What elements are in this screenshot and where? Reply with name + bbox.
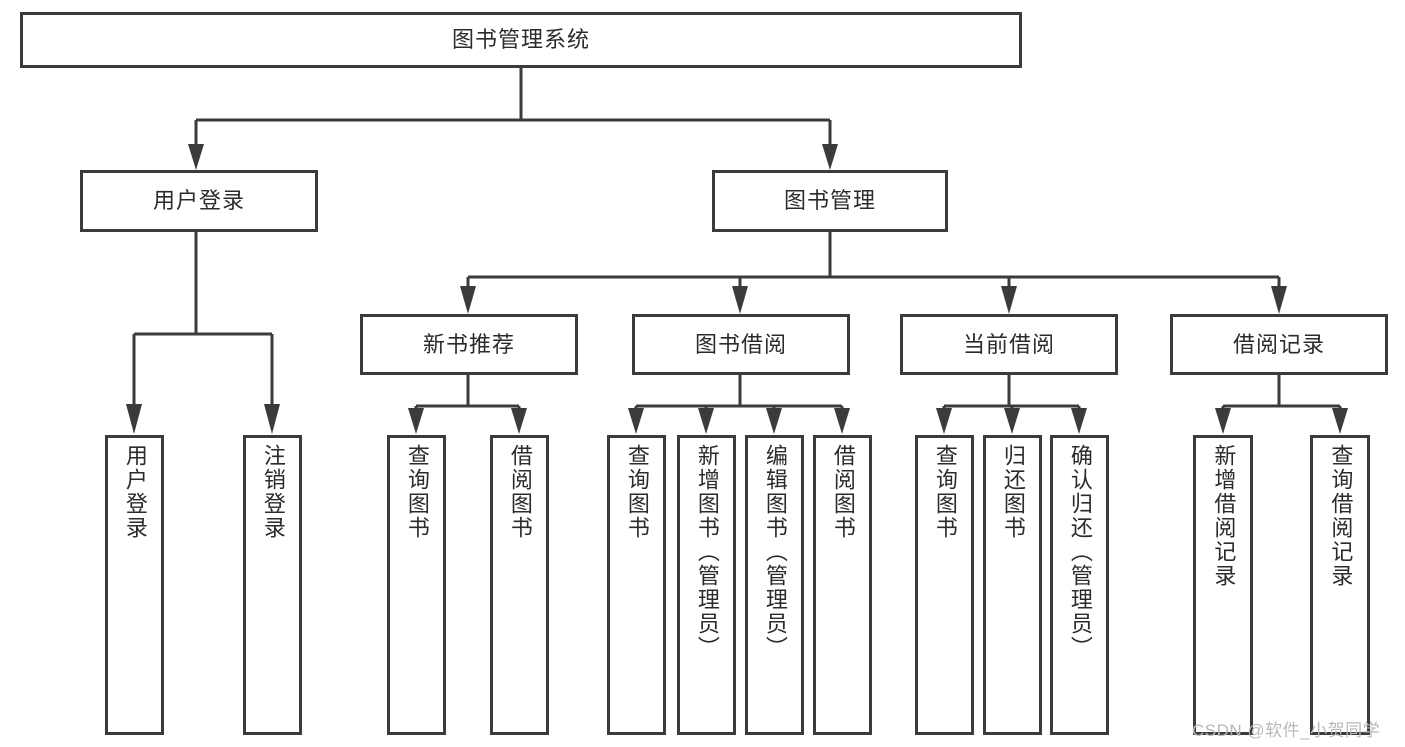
node-label: 图书管理 [783, 188, 876, 214]
node-new-book-recommend[interactable]: 新书推荐 [360, 314, 578, 375]
leaf-current-borrow-query[interactable]: 查询图书 [915, 435, 974, 735]
node-label: 用户登录 [152, 188, 245, 214]
leaf-current-borrow-return[interactable]: 归还图书 [983, 435, 1042, 735]
node-book-management[interactable]: 图书管理 [712, 170, 948, 232]
leaf-label: 注销登录 [260, 444, 286, 540]
leaf-label: 编辑图书（管理员） [762, 444, 788, 660]
leaf-borrow-record-query[interactable]: 查询借阅记录 [1310, 435, 1370, 735]
leaf-label: 借阅图书 [507, 444, 533, 540]
leaf-book-borrow-add[interactable]: 新增图书（管理员） [677, 435, 736, 735]
leaf-label: 用户登录 [122, 444, 148, 540]
node-label: 图书借阅 [694, 331, 787, 357]
leaf-current-borrow-confirm[interactable]: 确认归还（管理员） [1050, 435, 1109, 735]
leaf-label: 确认归还（管理员） [1067, 444, 1093, 660]
leaf-label: 借阅图书 [830, 444, 856, 540]
leaf-new-book-query[interactable]: 查询图书 [387, 435, 446, 735]
leaf-book-borrow-borrow[interactable]: 借阅图书 [813, 435, 872, 735]
leaf-label: 归还图书 [1000, 444, 1026, 540]
node-borrow-record[interactable]: 借阅记录 [1170, 314, 1388, 375]
leaf-label: 查询借阅记录 [1328, 444, 1354, 588]
leaf-book-borrow-query[interactable]: 查询图书 [607, 435, 666, 735]
node-user-login[interactable]: 用户登录 [80, 170, 318, 232]
leaf-label: 查询图书 [404, 444, 430, 540]
node-root-system[interactable]: 图书管理系统 [20, 12, 1022, 68]
leaf-borrow-record-add[interactable]: 新增借阅记录 [1193, 435, 1253, 735]
leaf-label: 新增借阅记录 [1211, 444, 1237, 588]
node-label: 当前借阅 [962, 331, 1055, 357]
leaf-user-login-signout[interactable]: 注销登录 [243, 435, 302, 735]
leaf-new-book-borrow[interactable]: 借阅图书 [490, 435, 549, 735]
node-current-borrow[interactable]: 当前借阅 [900, 314, 1118, 375]
leaf-label: 新增图书（管理员） [694, 444, 720, 660]
node-label: 新书推荐 [422, 331, 515, 357]
leaf-user-login-signin[interactable]: 用户登录 [105, 435, 164, 735]
leaf-book-borrow-edit[interactable]: 编辑图书（管理员） [745, 435, 804, 735]
node-book-borrow[interactable]: 图书借阅 [632, 314, 850, 375]
leaf-label: 查询图书 [932, 444, 958, 540]
leaf-label: 查询图书 [624, 444, 650, 540]
node-label: 图书管理系统 [451, 27, 590, 53]
node-label: 借阅记录 [1232, 331, 1325, 357]
